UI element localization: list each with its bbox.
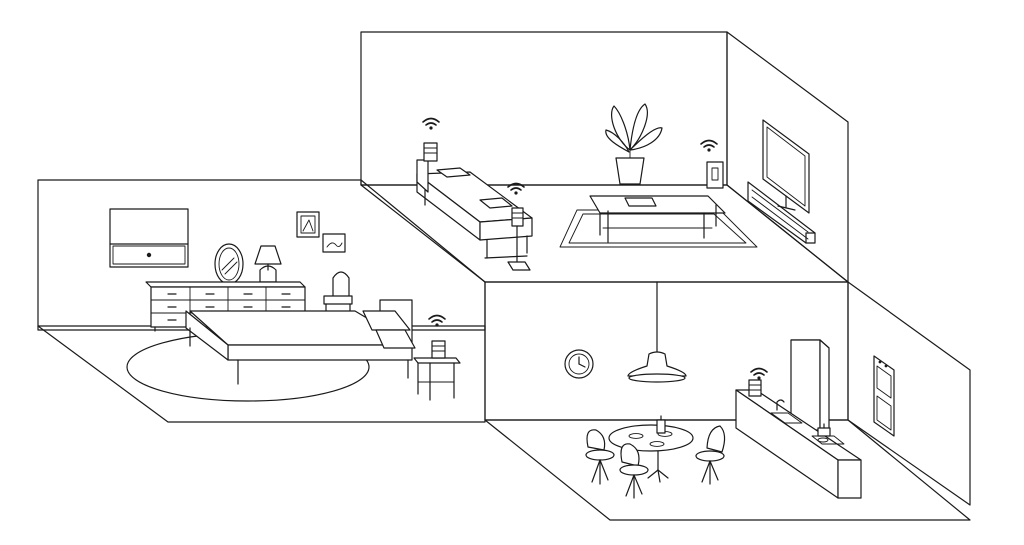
living-room-back-wall	[360, 31, 728, 186]
wifi-icon	[428, 314, 446, 327]
mirror	[214, 243, 244, 285]
dining-chair-front	[619, 443, 649, 499]
sofa-speaker	[507, 207, 531, 271]
potted-plant	[605, 103, 663, 185]
sofa	[416, 159, 533, 259]
kitchen-dining	[484, 281, 971, 521]
dining-chair-left	[585, 429, 615, 485]
kitchen-right-wall	[847, 281, 971, 506]
bed	[185, 299, 416, 385]
bedroom	[37, 179, 486, 423]
tv	[762, 119, 810, 214]
kitchen-counter	[735, 389, 862, 499]
nightstand	[413, 357, 461, 401]
fridge	[790, 339, 830, 433]
living-room-rug	[559, 209, 758, 248]
coffee-table	[589, 195, 726, 243]
bedside-speaker	[431, 340, 446, 359]
pendant-lamp	[627, 281, 687, 383]
wall-clock	[564, 349, 594, 379]
living-room	[360, 31, 849, 283]
wifi-icon	[750, 367, 768, 380]
dining-chair-right	[695, 425, 726, 485]
wifi-icon	[507, 182, 525, 195]
wifi-icon	[700, 139, 718, 152]
tv-stand	[747, 181, 816, 244]
bedroom-chair	[323, 271, 353, 313]
bedroom-window	[109, 208, 189, 268]
wall-speaker	[706, 161, 724, 189]
wifi-icon	[422, 117, 440, 130]
table-lamp	[254, 245, 282, 283]
wall-art-small	[296, 211, 320, 238]
wall-oven	[873, 355, 895, 437]
kitchen-floor	[484, 419, 971, 521]
kettle	[817, 423, 831, 437]
kitchen-speaker	[748, 379, 762, 397]
wall-art-large	[322, 233, 346, 253]
book	[624, 197, 657, 207]
floor-lamp	[423, 142, 438, 162]
